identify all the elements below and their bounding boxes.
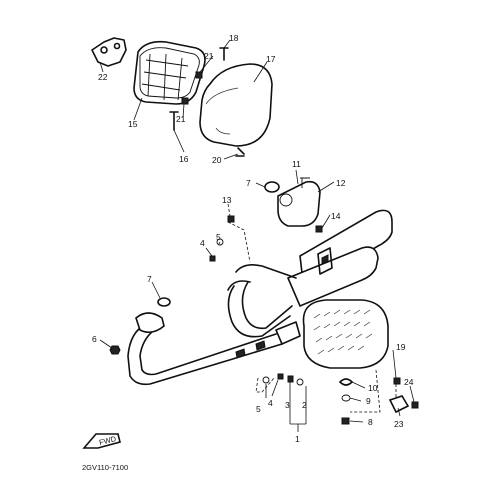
nut-4-upper — [209, 255, 216, 262]
callout-17: 16 — [179, 154, 189, 164]
muffler-assembly — [227, 177, 393, 369]
nut-6 — [109, 345, 121, 355]
front-arrow-icon — [82, 433, 121, 449]
washer-5-upper — [216, 238, 224, 246]
callout-4-lower: 4 — [268, 398, 273, 408]
callout-4-upper: 4 — [200, 238, 205, 248]
callout-5-upper: 5 — [216, 232, 221, 242]
bolt-21-lower — [181, 97, 189, 105]
bolt-17 — [169, 111, 179, 131]
spacer-10 — [338, 378, 354, 386]
muffler-lower-pipe — [286, 246, 379, 308]
bolt-14 — [315, 225, 323, 233]
callout-11: 11 — [292, 159, 301, 169]
callout-labels: 22 15 21 18 17 21 16 20 7 11 12 13 14 5 … — [92, 33, 414, 444]
nut-15 — [393, 377, 401, 385]
gasket-7-upper — [264, 181, 280, 193]
callout-15: 19 — [396, 342, 406, 352]
pipe-flange — [135, 312, 165, 334]
callout-1: 1 — [295, 434, 300, 444]
callout-21-lower: 21 — [176, 114, 186, 124]
callout-20: 20 — [212, 155, 222, 165]
bolt-21-upper — [195, 71, 203, 79]
callout-10: 10 — [368, 383, 378, 393]
callout-18: 17 — [266, 54, 276, 64]
nut-4-lower — [277, 373, 284, 380]
exhaust-pipe-inner — [139, 329, 277, 376]
side-cover-assembly — [91, 37, 273, 157]
heat-shield — [302, 299, 389, 369]
callout-7-upper: 7 — [246, 178, 251, 188]
callout-14: 14 — [331, 211, 341, 221]
callout-19: 18 — [229, 33, 239, 43]
front-arrow: FWD — [82, 433, 121, 449]
side-cover-18 — [199, 63, 273, 147]
callout-24: 24 — [404, 377, 414, 387]
bolt-3 — [287, 375, 294, 383]
cover-frame-16 — [133, 40, 206, 105]
diagram-code: 2GV110-7100 — [82, 463, 128, 472]
callout-7-lower: 7 — [147, 274, 152, 284]
callout-23: 23 — [394, 419, 404, 429]
bracket-22 — [91, 37, 127, 67]
callout-8: 8 — [368, 417, 373, 427]
callout-9: 9 — [366, 396, 371, 406]
bracket-12 — [277, 180, 321, 227]
bolt-13 — [227, 215, 235, 223]
callout-16: 15 — [128, 119, 138, 129]
hardware — [109, 215, 419, 425]
callout-3: 3 — [285, 400, 290, 410]
callout-5-lower: 5 — [256, 404, 261, 414]
front-arrow-label: FWD — [98, 434, 117, 447]
header-bend — [227, 281, 293, 338]
bolt-19 — [219, 47, 229, 61]
bolt-20 — [235, 147, 245, 157]
bolt-8 — [341, 417, 350, 425]
exhaust-pipe-outer — [127, 323, 283, 386]
callout-2: 2 — [302, 400, 307, 410]
leader-lines — [99, 39, 415, 432]
washer-5-lower — [262, 376, 270, 384]
callout-22: 22 — [98, 72, 108, 82]
washer-9 — [341, 394, 351, 402]
callout-21-upper: 21 — [204, 51, 214, 61]
exhaust-pipe — [127, 297, 301, 386]
callout-12: 12 — [336, 178, 346, 188]
washer-2 — [296, 378, 304, 386]
bolt-24 — [411, 401, 419, 409]
callout-13: 13 — [222, 195, 232, 205]
callout-6: 6 — [92, 334, 97, 344]
bracket-23 — [388, 395, 410, 414]
gasket-7-lower — [157, 297, 171, 307]
